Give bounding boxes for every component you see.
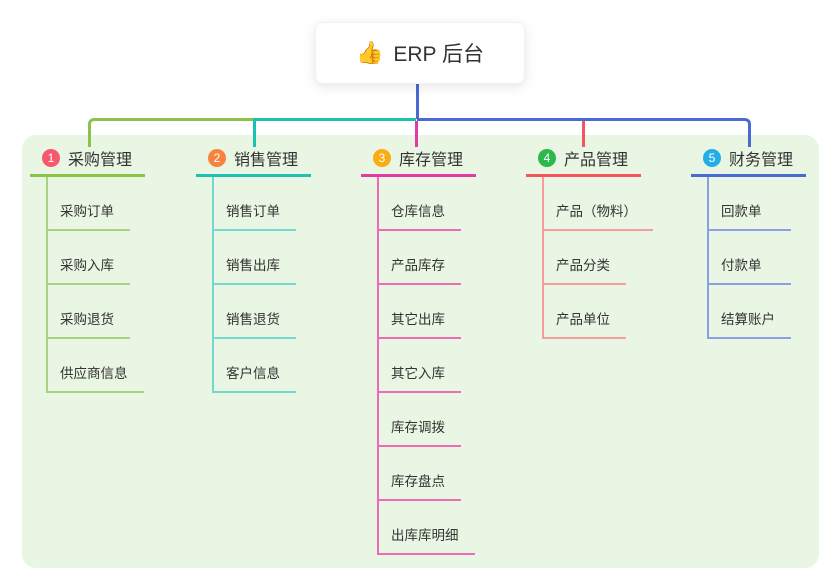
branch-number-badge: 4 — [538, 149, 556, 167]
branch-children: 回款单付款单结算账户 — [707, 177, 791, 339]
branch: 1 采购管理 采购订单采购入库采购退货供应商信息 — [30, 146, 145, 393]
branch: 3 库存管理 仓库信息产品库存其它出库其它入库库存调拨库存盘点出库库明细 — [361, 146, 476, 555]
connector-branch-2 — [253, 118, 416, 147]
child-node[interactable]: 采购订单 — [48, 177, 130, 231]
child-node[interactable]: 销售退货 — [214, 285, 296, 339]
root-stem-line — [416, 82, 419, 119]
branch-number-badge: 2 — [208, 149, 226, 167]
connector-branch-1 — [88, 118, 253, 147]
branch-topic-label: 库存管理 — [399, 152, 464, 169]
branch-topic-label: 产品管理 — [564, 152, 629, 169]
branch-topic[interactable]: 4 产品管理 — [526, 146, 641, 177]
child-node[interactable]: 其它入库 — [379, 339, 461, 393]
branch-topic[interactable]: 5 财务管理 — [691, 146, 806, 177]
branch: 2 销售管理 销售订单销售出库销售退货客户信息 — [196, 146, 311, 393]
branch-children: 产品（物料）产品分类产品单位 — [542, 177, 653, 339]
child-node[interactable]: 客户信息 — [214, 339, 296, 393]
branch-topic-label: 采购管理 — [68, 152, 133, 169]
branch: 5 财务管理 回款单付款单结算账户 — [691, 146, 806, 339]
child-node[interactable]: 采购入库 — [48, 231, 130, 285]
root-node-label: ERP 后台 — [393, 43, 485, 66]
branch: 4 产品管理 产品（物料）产品分类产品单位 — [526, 146, 653, 339]
branch-topic[interactable]: 2 销售管理 — [196, 146, 311, 177]
child-node[interactable]: 出库库明细 — [379, 501, 475, 555]
child-node[interactable]: 库存盘点 — [379, 447, 461, 501]
child-node[interactable]: 销售订单 — [214, 177, 296, 231]
child-node[interactable]: 其它出库 — [379, 285, 461, 339]
child-node[interactable]: 采购退货 — [48, 285, 130, 339]
child-node[interactable]: 产品库存 — [379, 231, 461, 285]
child-node[interactable]: 产品单位 — [544, 285, 626, 339]
connector-branch-3 — [415, 121, 418, 147]
branch-topic-label: 财务管理 — [729, 152, 794, 169]
child-node[interactable]: 供应商信息 — [48, 339, 144, 393]
child-node[interactable]: 销售出库 — [214, 231, 296, 285]
branch-children: 采购订单采购入库采购退货供应商信息 — [46, 177, 144, 393]
branch-number-badge: 1 — [42, 149, 60, 167]
child-node[interactable]: 产品（物料） — [544, 177, 653, 231]
connector-branch-4 — [582, 121, 585, 147]
branch-topic-label: 销售管理 — [234, 152, 299, 169]
connector-branch-5 — [417, 118, 751, 147]
child-node[interactable]: 仓库信息 — [379, 177, 461, 231]
branch-children: 销售订单销售出库销售退货客户信息 — [212, 177, 296, 393]
root-node[interactable]: 👍 ERP 后台 — [315, 22, 525, 84]
thumbs-up-icon: 👍 — [355, 40, 384, 65]
branch-topic[interactable]: 3 库存管理 — [361, 146, 476, 177]
child-node[interactable]: 回款单 — [709, 177, 791, 231]
branch-children: 仓库信息产品库存其它出库其它入库库存调拨库存盘点出库库明细 — [377, 177, 475, 555]
branch-topic[interactable]: 1 采购管理 — [30, 146, 145, 177]
child-node[interactable]: 结算账户 — [709, 285, 791, 339]
child-node[interactable]: 库存调拨 — [379, 393, 461, 447]
branch-number-badge: 5 — [703, 149, 721, 167]
child-node[interactable]: 付款单 — [709, 231, 791, 285]
branch-number-badge: 3 — [373, 149, 391, 167]
branches-background-panel — [22, 135, 819, 568]
child-node[interactable]: 产品分类 — [544, 231, 626, 285]
